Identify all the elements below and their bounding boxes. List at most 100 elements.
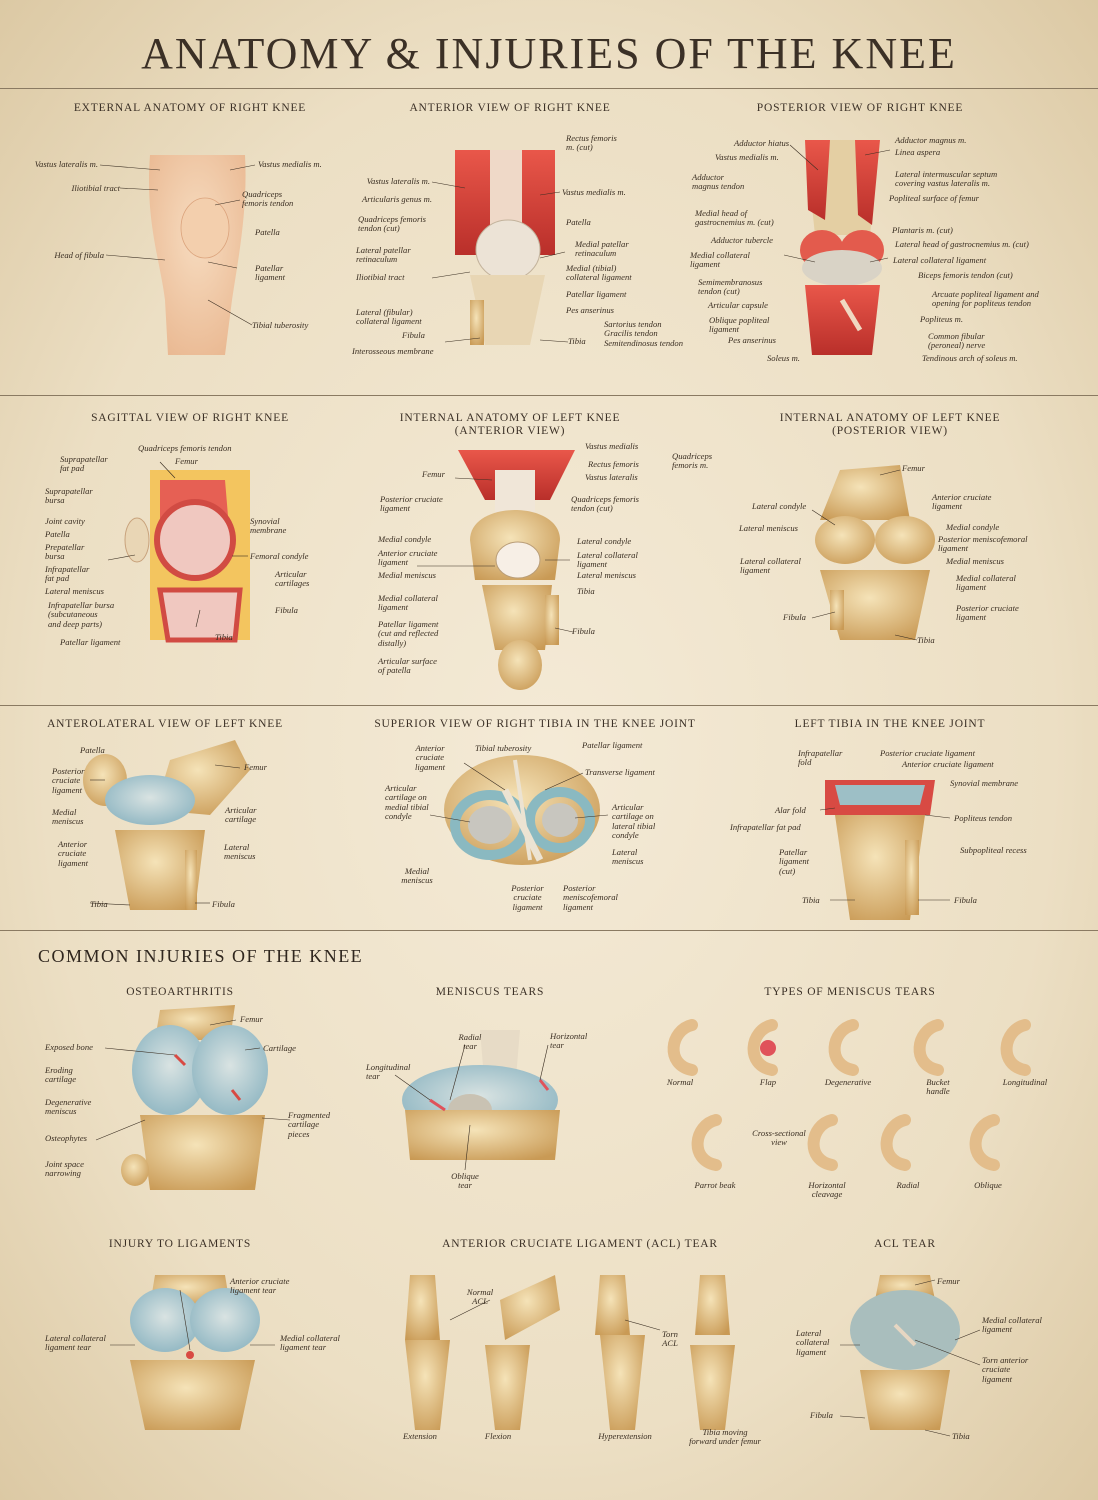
poster-title: ANATOMY & INJURIES OF THE KNEE xyxy=(141,29,957,78)
anatomy-label: Articular cartilage on medial tibial con… xyxy=(385,783,429,822)
anatomy-label: Quadriceps femoris tendon (cut) xyxy=(571,494,640,514)
anatomy-label: Longitudinal tear xyxy=(366,1062,411,1082)
anatomy-label: Osteophytes xyxy=(45,1133,88,1143)
anatomy-label: Interosseous membrane xyxy=(352,346,434,356)
anatomy-label: Fibula xyxy=(212,899,235,909)
anatomy-label: Patella xyxy=(255,227,280,237)
divider xyxy=(0,88,1098,89)
heading-internal-posterior: INTERNAL ANATOMY OF LEFT KNEE (POSTERIOR… xyxy=(779,412,1001,437)
heading-internal-anterior: INTERNAL ANATOMY OF LEFT KNEE (ANTERIOR … xyxy=(399,412,621,437)
anatomy-label: Femur xyxy=(175,456,198,466)
ligament-injury-illustration xyxy=(130,1275,260,1430)
anatomy-label: Cross-sectional view xyxy=(752,1128,806,1148)
internal-anterior-illustration xyxy=(458,450,575,690)
anatomy-label: Articular surface of patella xyxy=(378,656,437,676)
left-tibia-illustration xyxy=(825,780,935,920)
anatomy-label: Quadriceps femoris m. xyxy=(672,451,713,471)
heading-meniscus-types: TYPES OF MENISCUS TEARS xyxy=(764,986,936,998)
anatomy-label: Fibula xyxy=(810,1410,833,1420)
anatomy-label: Degenerative xyxy=(824,1077,872,1087)
anatomy-label: Subpopliteal recess xyxy=(960,845,1027,855)
heading-osteoarthritis: OSTEOARTHRITIS xyxy=(126,986,234,998)
heading-left-tibia: LEFT TIBIA IN THE KNEE JOINT xyxy=(794,718,986,730)
anatomy-label: Tibia xyxy=(215,632,233,642)
anatomy-label: Lateral condyle xyxy=(752,501,807,511)
anatomy-label: Anterior cruciate ligament xyxy=(414,743,446,772)
meniscus-types-illustration xyxy=(667,1019,1031,1171)
anatomy-label: Medial collateral ligament xyxy=(690,250,750,270)
anatomy-label: Articular cartilage on lateral tibial co… xyxy=(612,802,656,841)
anatomy-label: Vastus medialis xyxy=(585,441,639,451)
anatomy-label: Femur xyxy=(240,1014,263,1024)
anatomy-label: Patella xyxy=(80,745,105,755)
anatomy-label: Anterior cruciate ligament xyxy=(902,759,994,769)
anatomy-label: Oblique popliteal ligament xyxy=(709,315,770,335)
anatomy-label: Arcuate popliteal ligament and opening f… xyxy=(932,289,1039,309)
anatomy-label: Medial collateral ligament tear xyxy=(280,1333,340,1353)
anatomy-label: Articular cartilages xyxy=(275,569,310,589)
anatomy-label: Suprapatellar bursa xyxy=(45,486,93,506)
anatomy-label: Vastus medialis m. xyxy=(562,187,626,197)
anatomy-label: Tibia xyxy=(577,586,595,596)
anatomy-label: Medial collateral ligament xyxy=(378,593,438,613)
sagittal-knee-illustration xyxy=(124,470,250,643)
anatomy-label: Adductor magnus tendon xyxy=(692,172,745,192)
anatomy-label: Infrapatellar fat pad xyxy=(45,564,90,584)
anatomy-label: Lateral collateral ligament xyxy=(740,556,801,576)
anatomy-label: Vastus lateralis m. xyxy=(366,176,430,186)
anatomy-label: Lateral head of gastrocnemius m. (cut) xyxy=(895,239,1029,249)
flap-tear-mark xyxy=(760,1040,776,1056)
heading-meniscus-tears: MENISCUS TEARS xyxy=(435,986,545,998)
anatomy-label: Fibula xyxy=(954,895,977,905)
heading-posterior: POSTERIOR VIEW OF RIGHT KNEE xyxy=(756,102,964,114)
anatomy-label: Oblique tear xyxy=(451,1171,479,1191)
meniscus-tear-illustration xyxy=(402,1030,560,1160)
anatomy-label: Posterior cruciate ligament xyxy=(956,603,1019,623)
anatomy-label: Infrapatellar bursa (subcutaneous and de… xyxy=(48,600,115,629)
anatomy-label: Joint cavity xyxy=(45,516,85,526)
divider xyxy=(0,705,1098,706)
anatomy-label: Lateral collateral ligament xyxy=(893,255,987,265)
anatomy-label: Bucket handle xyxy=(926,1077,950,1097)
anatomy-label: Medial (tibial) collateral ligament xyxy=(566,263,632,283)
anatomy-label: Adductor tubercle xyxy=(711,235,773,245)
anatomy-label: Lateral collateral ligament xyxy=(796,1328,830,1357)
anatomy-label: Iliotibial tract xyxy=(356,272,405,282)
anatomy-label: Medial meniscus xyxy=(946,556,1004,566)
anatomy-label: Patellar ligament (cut) xyxy=(779,847,810,876)
anatomy-label: Soleus m. xyxy=(767,353,800,363)
anatomy-label: Fibula xyxy=(783,612,806,622)
anatomy-label: Normal xyxy=(666,1077,694,1087)
anatomy-label: Radial tear xyxy=(458,1032,482,1052)
anatomy-label: Lateral meniscus xyxy=(45,586,104,596)
anatomy-label: Joint space narrowing xyxy=(45,1159,84,1179)
divider xyxy=(0,930,1098,931)
anatomy-label: Pes anserinus xyxy=(566,305,614,315)
anatomy-label: Quadriceps femoris tendon (cut) xyxy=(358,214,427,234)
anatomy-label: Fibula xyxy=(275,605,298,615)
anatomy-label: Medial meniscus xyxy=(378,570,436,580)
acl-tear-detail-illustration xyxy=(850,1275,960,1430)
anatomy-label: Anterior cruciate ligament xyxy=(932,492,992,512)
anatomy-label: Vastus lateralis m. xyxy=(34,159,98,169)
anatomy-label: Head of fibula xyxy=(54,250,104,260)
anatomy-label: Patellar ligament xyxy=(582,740,643,750)
anatomy-label: Alar fold xyxy=(775,805,806,815)
anatomy-label: Patella xyxy=(45,529,70,539)
anatomy-label: Synovial membrane xyxy=(250,516,287,536)
anterolateral-illustration xyxy=(83,740,250,910)
anatomy-label: Tibia xyxy=(802,895,820,905)
anatomy-label: Normal ACL xyxy=(466,1287,494,1307)
anatomy-label: Hyperextension xyxy=(598,1431,652,1441)
anatomy-label: Lateral meniscus xyxy=(739,523,798,533)
anatomy-label: Adductor hiatus xyxy=(734,138,790,148)
anatomy-label: Horizontal cleavage xyxy=(808,1180,846,1200)
anatomy-label: Posterior cruciate ligament xyxy=(880,748,975,758)
anatomy-label: Patellar ligament xyxy=(255,263,286,283)
anatomy-label: Tendinous arch of soleus m. xyxy=(922,353,1018,363)
anatomy-label: Medial collateral ligament xyxy=(956,573,1016,593)
anatomy-label: Radial xyxy=(896,1180,920,1190)
anatomy-label: Tibial tuberosity xyxy=(252,320,309,330)
anatomy-label: Lateral condyle xyxy=(577,536,632,546)
